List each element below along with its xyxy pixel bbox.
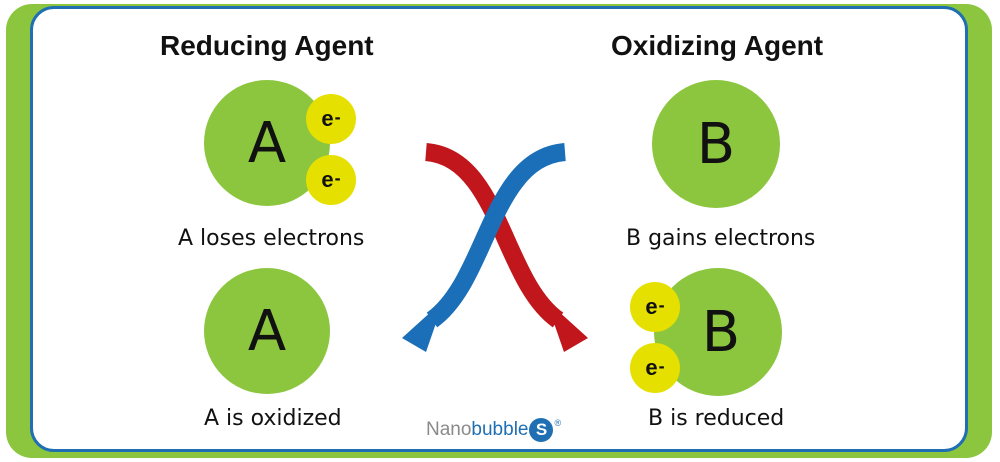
electron-badge: e- xyxy=(630,282,680,332)
oxidizing-agent-heading: Oxidizing Agent xyxy=(611,30,824,61)
caption-b-gains-electrons: B gains electrons xyxy=(626,226,816,251)
electron-symbol: e xyxy=(645,355,658,380)
particle-a-after: A xyxy=(204,268,330,394)
electron-badge: e- xyxy=(630,343,680,393)
caption-a-loses-electrons: A loses electrons xyxy=(178,226,365,251)
electron-badge: e- xyxy=(306,94,356,144)
particle-b-before: B xyxy=(652,80,780,208)
electron-symbol: e xyxy=(645,294,658,319)
electron-badge: e- xyxy=(306,155,356,205)
particle-a-label: A xyxy=(247,110,287,176)
particle-b-label: B xyxy=(696,111,736,177)
logo-text-nano: Nano xyxy=(426,419,472,440)
electron-symbol: e xyxy=(321,167,334,192)
blue-arrowhead-icon xyxy=(402,300,444,352)
reducing-agent-heading: Reducing Agent xyxy=(160,30,374,61)
red-arrowhead-icon xyxy=(546,300,588,352)
caption-a-is-oxidized: A is oxidized xyxy=(204,406,342,431)
electron-transfer-arrows xyxy=(402,143,588,352)
particle-a-label: A xyxy=(247,298,287,364)
particle-b-label: B xyxy=(701,299,741,365)
electron-symbol: e xyxy=(321,106,334,131)
blue-transfer-arrow-shaft xyxy=(426,143,567,328)
logo-text-bubble: bubble xyxy=(471,419,529,440)
registered-mark: ® xyxy=(554,418,562,428)
caption-b-is-reduced: B is reduced xyxy=(648,406,785,431)
logo-mark-icon: S xyxy=(529,418,554,442)
